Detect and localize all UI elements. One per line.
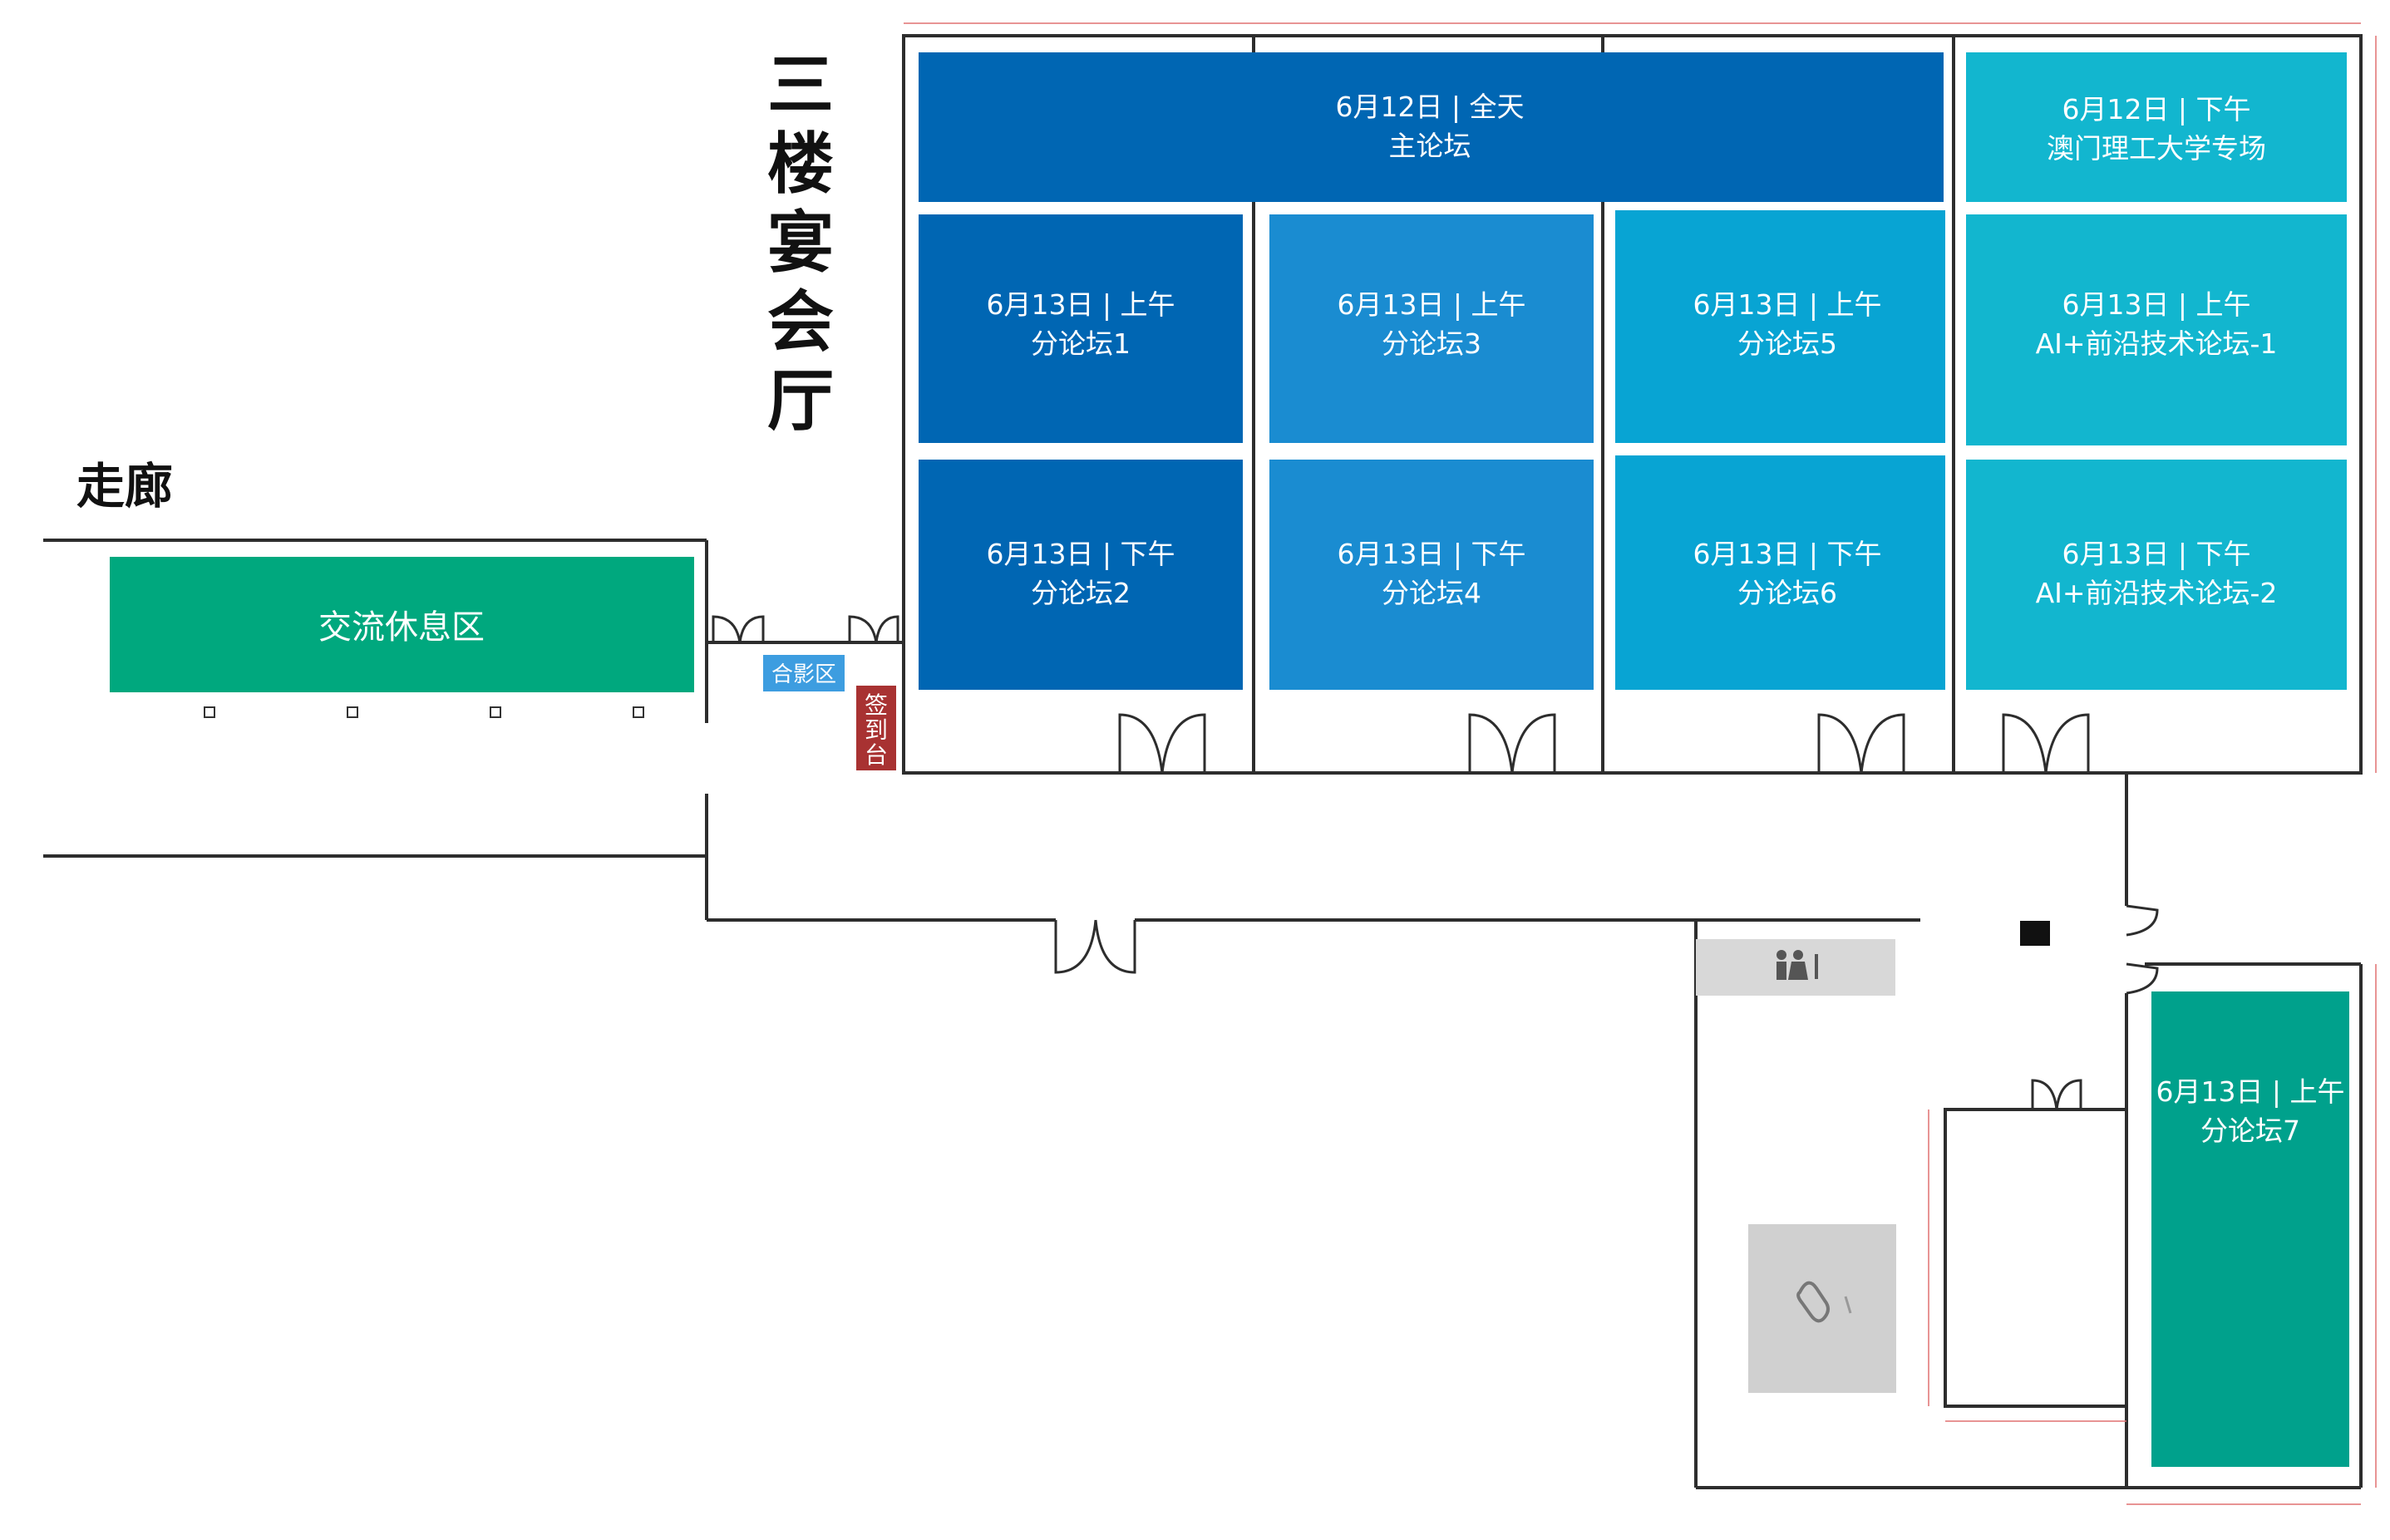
hall-title-char-4: 会 (767, 283, 834, 361)
pillar-icon (2020, 921, 2050, 946)
room-macau-special-line1: 6月12日 | 下午 (2062, 93, 2250, 125)
room-forum-7[interactable] (2151, 991, 2349, 1467)
room-forum-3-line2: 分论坛3 (1382, 327, 1481, 360)
room-main-forum-line2: 主论坛 (1389, 130, 1471, 162)
room-labels: 6月12日 | 全天 主论坛 6月12日 | 下午 澳门理工大学专场 6月13日… (318, 91, 2345, 1147)
room-forum-6-line2: 分论坛6 (1737, 577, 1837, 609)
room-forum-1-line1: 6月13日 | 上午 (986, 288, 1175, 321)
room-ai-forum-2-line1: 6月13日 | 下午 (2062, 538, 2250, 570)
checkin-char-1: 签 (865, 691, 888, 719)
room-forum-7-line1: 6月13日 | 上午 (2156, 1075, 2344, 1108)
room-ai-forum-2[interactable] (1966, 460, 2347, 690)
room-forum-2-line2: 分论坛2 (1031, 577, 1131, 609)
escalator-icon (1748, 1224, 1896, 1393)
room-forum-4-line2: 分论坛4 (1382, 577, 1481, 609)
lounge-label: 交流休息区 (318, 608, 485, 647)
room-forum-5-line2: 分论坛5 (1737, 327, 1837, 360)
room-forum-4-line1: 6月13日 | 下午 (1337, 538, 1525, 570)
room-forum-5[interactable] (1615, 210, 1945, 443)
room-main-forum[interactable] (919, 52, 1944, 202)
corridor-label: 走廊 (76, 458, 173, 514)
room-ai-forum-1-line1: 6月13日 | 上午 (2062, 288, 2250, 321)
doors (712, 615, 2159, 1110)
room-ai-forum-2-line2: AI+前沿技术论坛-2 (2036, 577, 2278, 609)
room-forum-5-line1: 6月13日 | 上午 (1693, 288, 1881, 321)
checkin-char-3: 台 (865, 741, 888, 769)
room-forum-7-line2: 分论坛7 (2200, 1114, 2300, 1147)
room-macau-special-line2: 澳门理工大学专场 (2047, 132, 2266, 165)
rooms (110, 52, 2349, 1467)
room-forum-2[interactable] (919, 460, 1243, 690)
checkin-char-2: 到 (865, 716, 888, 744)
hall-title-char-5: 厅 (767, 362, 834, 440)
hall-title-char-3: 宴 (767, 204, 834, 282)
hall-title-char-1: 三 (767, 47, 834, 124)
restroom-icon (1696, 939, 1895, 996)
room-forum-6-line1: 6月13日 | 下午 (1693, 538, 1881, 570)
hall-title-char-2: 楼 (767, 125, 834, 203)
room-forum-4[interactable] (1269, 460, 1594, 690)
photo-area-label: 合影区 (771, 662, 836, 687)
room-forum-1-line2: 分论坛1 (1031, 327, 1131, 360)
seat-markers (204, 706, 644, 718)
room-ai-forum-1[interactable] (1966, 214, 2347, 445)
room-macau-special[interactable] (1966, 52, 2347, 202)
checkin-desk[interactable] (856, 686, 896, 770)
dimension-lines (904, 22, 2377, 1505)
room-forum-3-line1: 6月13日 | 上午 (1337, 288, 1525, 321)
room-ai-forum-1-line2: AI+前沿技术论坛-1 (2036, 327, 2278, 360)
room-main-forum-line1: 6月12日 | 全天 (1335, 91, 1524, 123)
room-forum-3[interactable] (1269, 214, 1594, 443)
room-forum-6[interactable] (1615, 455, 1945, 690)
room-forum-1[interactable] (919, 214, 1243, 443)
lounge-area[interactable] (110, 557, 694, 692)
photo-area[interactable] (763, 655, 845, 691)
walls (43, 34, 2363, 1489)
room-forum-2-line1: 6月13日 | 下午 (986, 538, 1175, 570)
hall-title: 三 楼 宴 会 厅 (767, 47, 834, 440)
